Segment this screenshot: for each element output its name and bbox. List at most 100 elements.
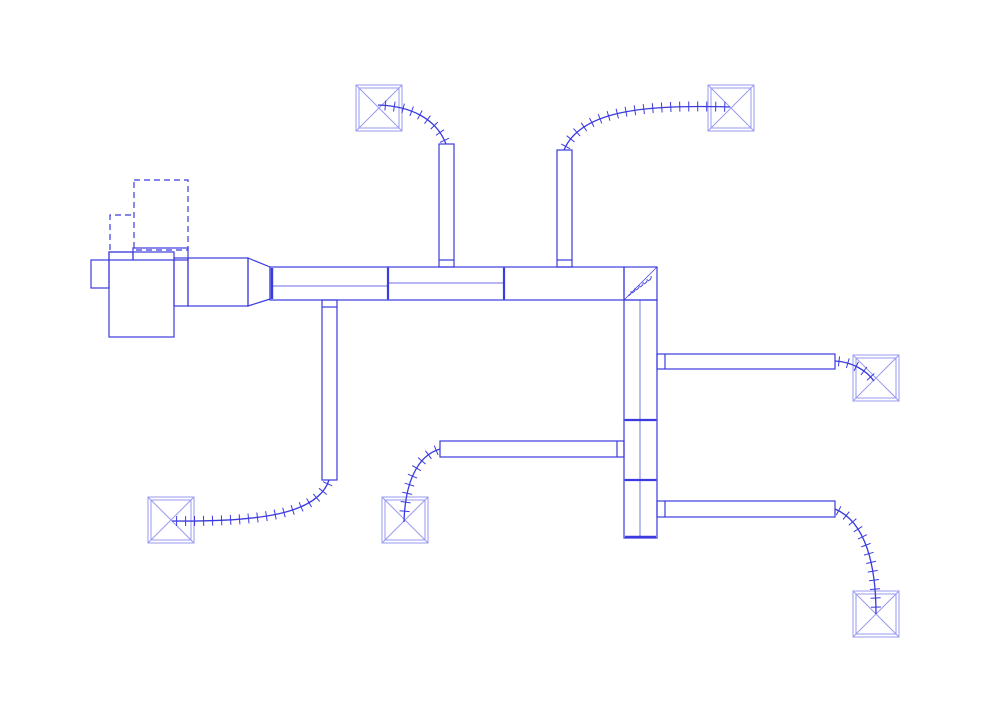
flex-duct-tick [642, 104, 645, 115]
flex-duct-tick [424, 115, 431, 124]
flex-duct-tick [835, 506, 842, 516]
flex-duct-tick [409, 106, 414, 117]
flex-duct-tick [290, 505, 295, 515]
flex-ducts [171, 100, 881, 615]
trunk-segment-3 [503, 266, 625, 301]
flex-duct-tick [857, 534, 868, 540]
unit-cabinet [108, 251, 175, 338]
flex-duct-tick [863, 551, 874, 556]
flex-duct-tick [407, 473, 418, 479]
vertical-trunk-segment-1 [623, 299, 658, 421]
flex-duct-tick [853, 361, 859, 372]
elbow-diagonal [623, 266, 658, 301]
unit-inlet-stub [90, 259, 110, 289]
flex-duct-tick [670, 101, 672, 113]
elbow-turning-vanes [627, 275, 652, 297]
flex-duct-tick [870, 597, 881, 599]
diffuser-1 [355, 84, 403, 132]
vertical-trunk-segment-3 [623, 479, 658, 539]
diffuser-3 [852, 354, 900, 402]
trunk-segment-2 [387, 266, 505, 301]
flex-duct-tick [229, 514, 232, 525]
unit-clearance-outline-small [109, 214, 134, 250]
flex-duct-tick [384, 100, 387, 111]
flex-duct-tick [435, 129, 445, 136]
main-trunk [269, 266, 658, 301]
diffuser-4 [147, 496, 195, 544]
plenum-transition [247, 257, 271, 307]
flex-duct-tick [633, 105, 637, 116]
flex-duct-tick [860, 366, 868, 376]
branch-duct-up-2 [556, 149, 573, 268]
supply-plenum [187, 257, 249, 307]
flex-duct-tick [573, 128, 581, 137]
flex-duct-tick [322, 481, 333, 487]
branch-duct-right-2 [656, 500, 836, 518]
flex-duct-tick [869, 588, 881, 590]
unit-clearance-outline [133, 179, 189, 251]
flex-duct-tick [417, 457, 426, 465]
flex-duct-tick [869, 579, 880, 582]
flex-duct-tick [256, 512, 259, 523]
flex-duct-tick [589, 117, 595, 128]
unit-side-panel [173, 257, 189, 307]
flex-duct-tick [273, 509, 277, 520]
flex-duct-tick [561, 143, 571, 150]
flex-duct-tick [417, 110, 423, 120]
diffusers [147, 84, 900, 638]
flex-duct-tick [402, 491, 413, 495]
flex-duct-tick [401, 103, 405, 114]
flex-duct-tick [845, 358, 850, 369]
branch-duct-right-1 [656, 353, 836, 370]
flex-duct-tick [298, 502, 304, 512]
vertical-trunk-segment-2 [623, 419, 658, 481]
flex-duct-tick [424, 450, 432, 460]
flex-duct-tick [265, 511, 268, 522]
flex-duct-tick [861, 542, 871, 548]
flex-duct-tick [651, 103, 654, 114]
flex-duct-tick [580, 122, 588, 132]
flex-duct-tick [606, 110, 611, 121]
branch-ducts [321, 143, 836, 518]
flex-duct-tick [430, 121, 439, 130]
diffuser-5 [381, 496, 429, 544]
flex-duct-tick [866, 373, 875, 381]
flex-duct-tick [853, 525, 863, 533]
flex-duct-tick [393, 101, 396, 112]
branch-duct-down-1 [321, 299, 338, 481]
flex-duct-tick [615, 108, 619, 119]
flex-duct-tick [400, 501, 411, 504]
flex-duct-tick [566, 135, 575, 143]
trunk-segment-1 [269, 266, 389, 301]
flex-duct-tick [597, 114, 603, 124]
diffuser-2 [707, 84, 755, 132]
flex-duct-tick [312, 493, 321, 502]
flex-duct-tick [439, 137, 450, 143]
flex-duct-4 [171, 479, 330, 522]
flex-duct-tick [306, 498, 313, 508]
vertical-trunk [623, 299, 658, 539]
flex-duct-tick [867, 569, 878, 573]
flex-duct-tick [433, 445, 439, 456]
flex-duct-tick [404, 482, 415, 487]
flex-duct-tick [848, 518, 857, 526]
flex-duct-2 [563, 105, 731, 151]
flex-duct-tick [318, 487, 328, 495]
branch-duct-up-1 [438, 143, 455, 268]
flex-duct-5 [403, 448, 441, 523]
flex-duct-tick [412, 465, 422, 472]
flex-duct-tick [624, 106, 628, 117]
air-handler-unit [90, 179, 271, 338]
branch-duct-left-1 [439, 440, 625, 458]
flex-duct-tick [842, 511, 850, 520]
unit-top-plenum [132, 247, 189, 261]
flex-duct-tick [660, 102, 663, 113]
flex-duct-tick [238, 514, 241, 525]
flex-duct-tick [247, 513, 250, 524]
flex-duct-tick [837, 356, 841, 367]
unit-top-strip [108, 251, 134, 261]
flex-duct-tick [399, 510, 410, 513]
flex-duct-tick [282, 507, 286, 518]
